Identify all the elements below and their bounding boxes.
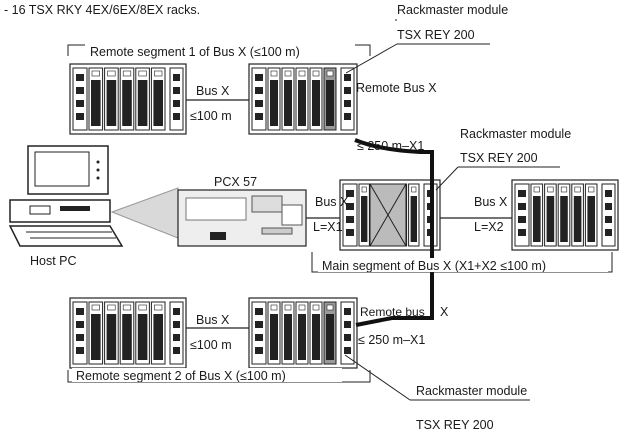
main-segment-bracket: Main segment of Bus X (X1+X2 ≤100 m) bbox=[311, 252, 613, 273]
rackmaster-bottom: Rackmaster module TSX REY 200 bbox=[344, 354, 530, 432]
host-pc-label: Host PC bbox=[30, 254, 77, 268]
le100-label-top: ≤100 m bbox=[190, 109, 232, 123]
rackmaster-top-title: Rackmaster module bbox=[397, 3, 508, 17]
bus-x-label-top: Bus X bbox=[196, 84, 230, 98]
rack-remote1-b bbox=[248, 63, 358, 135]
remote-bus-top-label: Remote Bus X bbox=[356, 81, 437, 95]
rack-remote1-a bbox=[69, 63, 187, 135]
bus-x-label-bottom: Bus X bbox=[196, 313, 230, 327]
distance-top-label: ≤ 250 m–X1 bbox=[357, 139, 424, 153]
host-pc bbox=[8, 145, 124, 247]
remote-segment-2-label: Remote segment 2 of Bus X (≤100 m) bbox=[76, 369, 286, 383]
rackmaster-top-ref: TSX REY 200 bbox=[397, 28, 475, 42]
rack-remote2-a bbox=[69, 297, 187, 369]
remote-bus-cable bbox=[354, 138, 434, 327]
rack-list-text: - 16 TSX RKY 4EX/6EX/8EX racks. bbox=[4, 3, 200, 17]
bus-x-label-pcx: Bus X bbox=[315, 195, 349, 209]
remote-segment-1-bracket: Remote segment 1 of Bus X (≤100 m) bbox=[67, 44, 371, 59]
rack-main bbox=[339, 179, 441, 251]
rackmaster-middle-ref: TSX REY 200 bbox=[460, 151, 538, 165]
l-x2-label: L=X2 bbox=[474, 220, 504, 234]
rack-remote2-b bbox=[248, 297, 358, 369]
rackmaster-top: Rackmaster module TSX REY 200 bbox=[345, 3, 508, 74]
main-segment-label: Main segment of Bus X (X1+X2 ≤100 m) bbox=[322, 259, 546, 273]
pcx57-card bbox=[177, 189, 307, 247]
rackmaster-middle: Rackmaster module TSX REY 200 bbox=[435, 127, 571, 191]
bus-x-label-right: Bus X bbox=[474, 195, 508, 209]
pcx57-label: PCX 57 bbox=[214, 175, 257, 189]
l-x1-label: L=X1 bbox=[313, 220, 343, 234]
remote-bus-bottom-label: Remote bus bbox=[360, 305, 425, 319]
le100-label-bottom: ≤100 m bbox=[190, 338, 232, 352]
remote-segment-1-label: Remote segment 1 of Bus X (≤100 m) bbox=[90, 45, 300, 59]
rack-main-right bbox=[511, 179, 619, 251]
remote-segment-2-bracket: Remote segment 2 of Bus X (≤100 m) bbox=[67, 368, 371, 383]
rackmaster-bottom-ref: TSX REY 200 bbox=[416, 418, 494, 432]
pc-keyboard bbox=[8, 225, 124, 247]
distance-bottom-label: ≤ 250 m–X1 bbox=[358, 333, 425, 347]
pcx-projection-cone bbox=[110, 187, 179, 239]
rackmaster-bottom-title: Rackmaster module bbox=[416, 384, 527, 398]
x-letter-label: X bbox=[440, 305, 449, 319]
rackmaster-middle-title: Rackmaster module bbox=[460, 127, 571, 141]
